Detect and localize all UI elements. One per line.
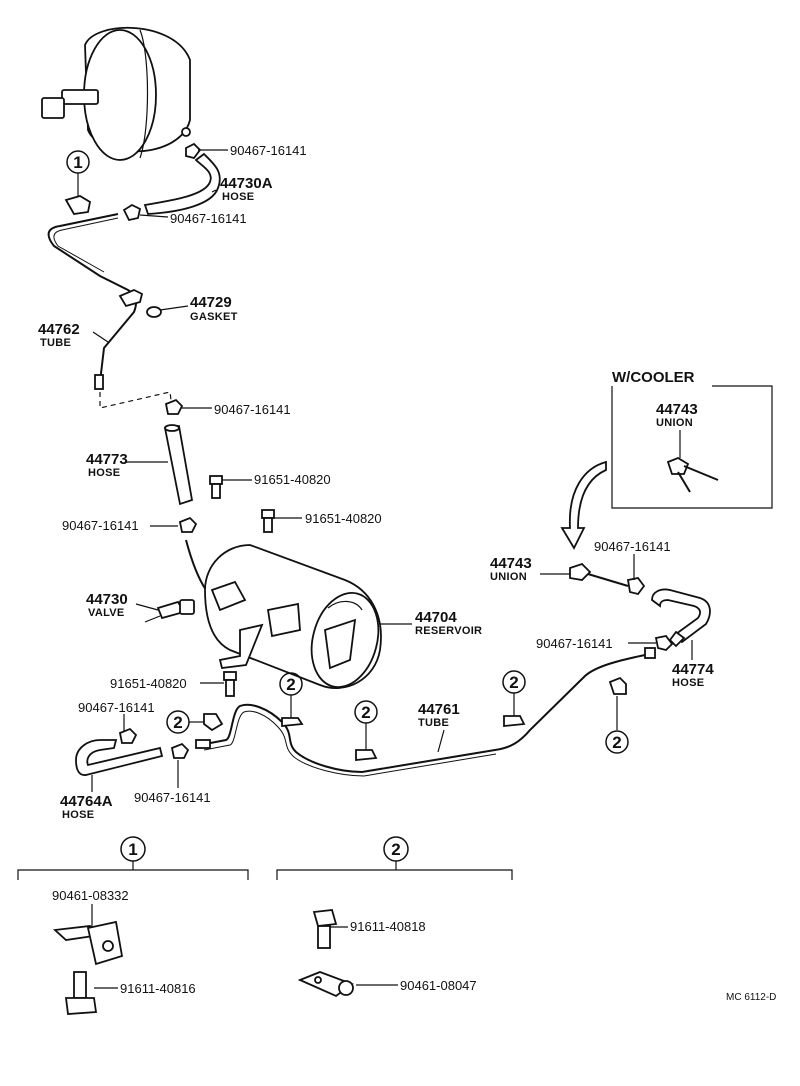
svg-text:2: 2 — [509, 673, 518, 692]
dashed-connection — [99, 391, 173, 409]
label-clamp-right-a: 90467-16141 — [594, 539, 671, 554]
svg-text:1: 1 — [73, 153, 82, 172]
detail2-bolt-part — [312, 909, 338, 949]
label-hose-44773-name: HOSE — [88, 467, 120, 479]
label-tube-44762: 44762 — [38, 321, 80, 338]
bolt-91651-40820-a — [209, 475, 223, 499]
label-detail2-bolt: 91611-40818 — [350, 919, 426, 934]
label-bolt-b: 91651-40820 — [305, 511, 382, 526]
detail-1: 1 90461-08332 91611-40816 — [17, 836, 249, 1015]
label-union-inset: 44743 — [656, 401, 698, 418]
label-tube-44761-name: TUBE — [418, 717, 449, 729]
label-bolt-a: 91651-40820 — [254, 472, 331, 487]
brake-booster — [41, 26, 191, 161]
bolt-91651-40820-c — [223, 671, 237, 697]
leader-lines — [91, 149, 693, 989]
label-hose-44764a: 44764A — [60, 793, 113, 810]
label-clamp-left: 90467-16141 — [62, 518, 139, 533]
hose-44773-assembly — [163, 398, 194, 506]
label-clamp-low-a: 90467-16141 — [78, 700, 155, 715]
labels: 90467-16141 44730A HOSE 90467-16141 4472… — [38, 143, 714, 821]
hose-44764a-assembly — [75, 727, 190, 776]
label-bolt-c: 91651-40820 — [110, 676, 187, 691]
label-hose-44774: 44774 — [672, 661, 714, 678]
tube-44762 — [47, 213, 144, 390]
clamp-left — [178, 516, 207, 591]
callout-circle-2-b: 2 — [354, 700, 378, 761]
label-hose-44730a: 44730A — [220, 175, 273, 192]
hose-44774 — [651, 588, 711, 648]
detail1-bolt-part — [64, 971, 98, 1015]
svg-text:2: 2 — [612, 733, 621, 752]
svg-text:2: 2 — [361, 703, 370, 722]
clamp-right-a — [626, 577, 646, 596]
label-gasket: 44729 — [190, 294, 232, 311]
label-hose-44730a-name: HOSE — [222, 191, 254, 203]
label-detail1-bolt: 91611-40816 — [120, 981, 196, 996]
detail1-bracket-part — [52, 920, 124, 966]
union-inset-part — [666, 430, 719, 493]
tube-44761 — [195, 653, 651, 777]
reservoir-44704 — [204, 544, 382, 689]
inset-w-cooler: W/COOLER — [611, 369, 773, 509]
inset-arrow — [560, 460, 607, 550]
label-gasket-name: GASKET — [190, 311, 238, 323]
label-valve: 44730 — [86, 591, 128, 608]
callout-circle-2-d: 2 — [605, 676, 629, 754]
svg-text:2: 2 — [173, 713, 182, 732]
label-clamp-low-b: 90467-16141 — [134, 790, 211, 805]
label-union-name: UNION — [490, 571, 527, 583]
label-hose-44764a-name: HOSE — [62, 809, 94, 821]
inset-title: W/COOLER — [612, 369, 695, 386]
diagram-code: MC 6112-D — [726, 992, 776, 1003]
detail2-clamp-part — [297, 971, 354, 998]
label-clamp-right-b: 90467-16141 — [536, 636, 613, 651]
label-hose-44774-name: HOSE — [672, 677, 704, 689]
svg-text:2: 2 — [286, 675, 295, 694]
clamp-right-b — [644, 635, 674, 659]
label-reservoir: 44704 — [415, 609, 457, 626]
callout-circle-2-c: 2 — [502, 670, 526, 727]
union-44743 — [569, 562, 629, 587]
label-union-inset-name: UNION — [656, 417, 693, 429]
label-clamp-top-b: 90467-16141 — [170, 211, 247, 226]
label-clamp-top-a: 90467-16141 — [230, 143, 307, 158]
label-tube-44762-name: TUBE — [40, 337, 71, 349]
label-clamp-mid: 90467-16141 — [214, 402, 291, 417]
hose-44730a-assembly — [122, 142, 221, 222]
label-tube-44761: 44761 — [418, 701, 460, 718]
label-hose-44773: 44773 — [86, 451, 128, 468]
callout-circle-2-a: 2 — [279, 672, 304, 727]
label-valve-name: VALVE — [88, 607, 125, 619]
callout-circle-1-top: 1 — [64, 150, 92, 215]
bolt-91651-40820-b — [261, 509, 275, 533]
svg-text:1: 1 — [128, 840, 137, 859]
label-detail1-bracket: 90461-08332 — [52, 888, 129, 903]
label-detail2-clamp: 90461-08047 — [400, 978, 477, 993]
label-reservoir-name: RESERVOIR — [415, 625, 482, 637]
valve-44730 — [144, 599, 195, 623]
detail-2: 2 91611-40818 90461-08047 — [276, 836, 513, 998]
svg-text:2: 2 — [391, 840, 400, 859]
label-union: 44743 — [490, 555, 532, 572]
gasket-44729 — [146, 306, 162, 318]
callout-circle-2-left: 2 — [166, 710, 224, 734]
